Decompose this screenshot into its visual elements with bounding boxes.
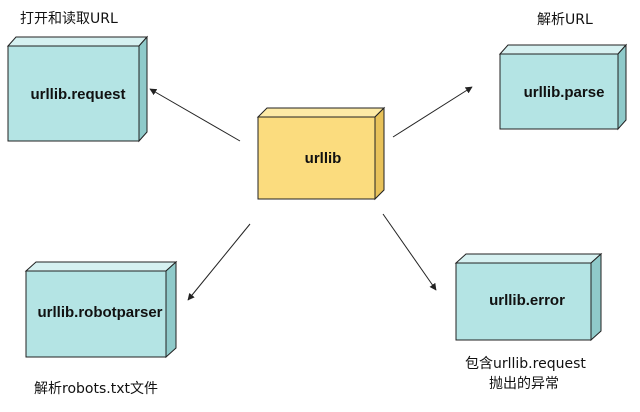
arrow-to-request: [149, 88, 241, 142]
module-label-request: urllib.request: [30, 86, 125, 103]
module-label-parse: urllib.parse: [524, 84, 605, 101]
arrow-to-error: [382, 213, 437, 291]
caption-robotparser: 解析robots.txt文件: [34, 381, 158, 397]
module-label-error: urllib.error: [489, 292, 565, 309]
center-label: urllib: [305, 150, 342, 167]
caption-error-line2: 抛出的异常: [489, 376, 559, 392]
caption-error-line1: 包含urllib.request: [465, 356, 586, 372]
module-box-request: urllib.request: [6, 35, 149, 143]
module-label-robotparser: urllib.robotparser: [37, 304, 162, 321]
caption-request: 打开和读取URL: [20, 11, 118, 27]
caption-parse: 解析URL: [537, 12, 593, 28]
module-box-error: urllib.error: [454, 252, 603, 342]
arrow-to-robotparser: [187, 223, 251, 301]
module-box-robotparser: urllib.robotparser: [24, 260, 178, 359]
arrow-to-parse: [392, 86, 473, 138]
module-box-parse: urllib.parse: [498, 43, 628, 131]
center-box-urllib: urllib: [256, 106, 386, 201]
